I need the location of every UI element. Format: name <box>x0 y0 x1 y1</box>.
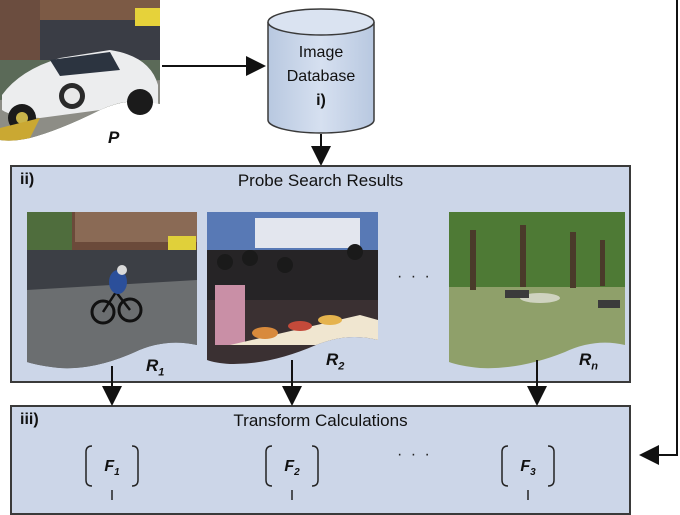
result-image-rn <box>449 212 625 369</box>
results-canvas <box>27 212 625 500</box>
transform-label-f2: F2 <box>284 458 300 479</box>
transform-label-f1: F1 <box>104 458 120 479</box>
database-label-line1: Image <box>298 44 344 61</box>
panel-title-search: Probe Search Results <box>237 171 404 190</box>
bracket-f3 <box>501 445 555 500</box>
result-image-r2 <box>207 212 378 365</box>
panel-id-ii: ii) <box>20 171 35 188</box>
database-id: i) <box>316 92 326 109</box>
panel-title-transform: Transform Calculations <box>233 411 408 430</box>
transform-label-f3: F3 <box>520 458 536 479</box>
transforms-ellipsis: · · · <box>397 446 432 463</box>
result-label-rn: Rn <box>579 350 599 373</box>
result-image-r1 <box>27 212 197 369</box>
bracket-f2 <box>265 445 319 500</box>
diagram-canvas <box>0 0 678 465</box>
result-label-r1: R1 <box>146 356 165 379</box>
probe-image <box>0 0 160 141</box>
database-label-line2: Database <box>286 68 356 85</box>
feedback-connector <box>639 0 678 465</box>
probe-label: P <box>108 128 120 147</box>
results-ellipsis: · · · <box>397 268 432 285</box>
panel-id-iii: iii) <box>20 411 39 428</box>
result-label-r2: R2 <box>326 350 345 373</box>
bracket-f1 <box>85 445 139 500</box>
image-database-cylinder <box>267 8 375 134</box>
